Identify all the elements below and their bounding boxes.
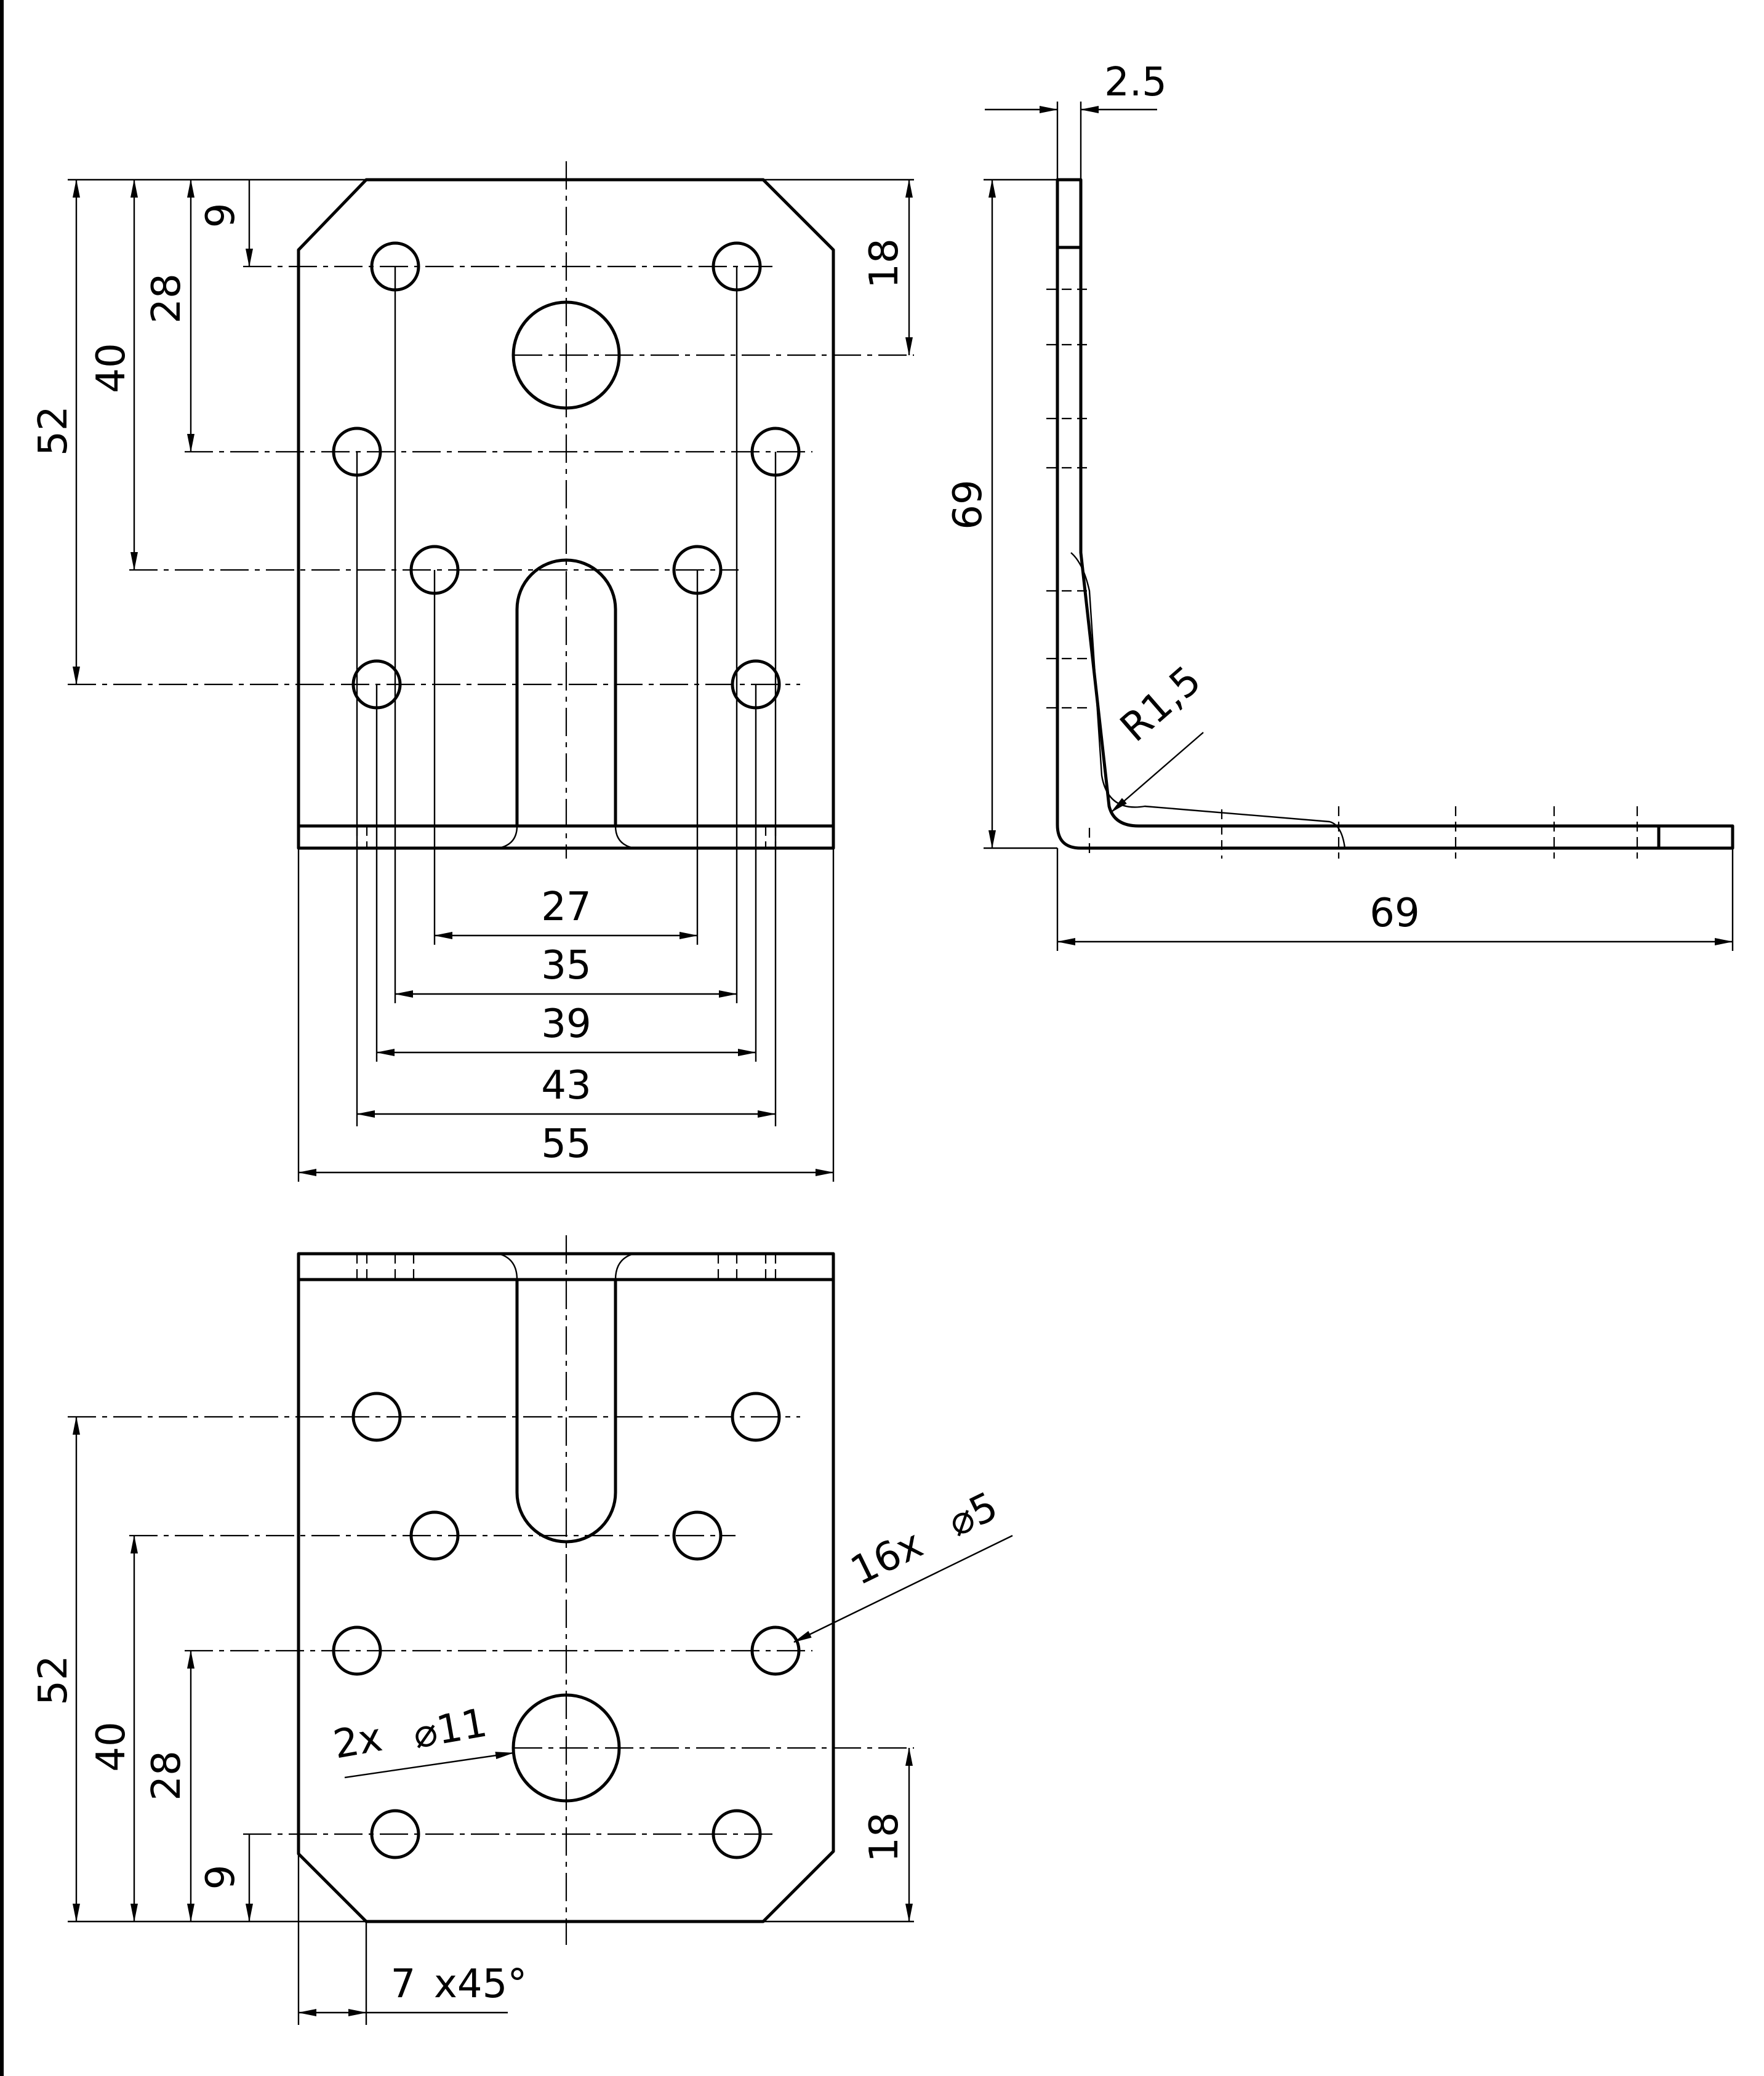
dim-text-9: 9	[198, 203, 244, 228]
angle-profile	[1056, 178, 1734, 850]
large-hole-dia: ⌀11	[410, 1700, 491, 1758]
chamfer-angle: x45°	[434, 1962, 527, 2007]
dim-text-35: 35	[541, 943, 591, 988]
large-hole-count: 2x	[330, 1715, 385, 1768]
dim-text-18: 18	[862, 238, 907, 288]
bottom-slot	[515, 1278, 617, 1544]
dim-text-length: 69	[1369, 891, 1419, 936]
top-dimensions: 52 40 28 9 18 27 35 39 43 55	[31, 179, 913, 1176]
dim-text-thickness: 2.5	[1104, 60, 1167, 105]
large-hole-leader	[344, 1752, 514, 1779]
top-slot-fillet	[498, 825, 635, 849]
small-hole-leader	[793, 1534, 1013, 1643]
top-slot	[515, 558, 617, 828]
bottom-centerlines	[68, 1416, 914, 1923]
bottom-slot-fillet	[498, 1252, 635, 1280]
chamfer-size: 7	[391, 1962, 416, 2007]
dim-text-28: 28	[144, 1750, 190, 1800]
top-hidden-lines	[299, 825, 833, 848]
bottom-hidden-lines	[299, 1254, 833, 1281]
dim-text-radius: R1,5	[1112, 657, 1210, 751]
top-centerlines	[68, 265, 914, 1182]
dim-text-height: 69	[945, 479, 991, 529]
dim-text-40: 40	[89, 343, 134, 393]
weld-rib	[1070, 552, 1346, 849]
dim-text-52: 52	[31, 1655, 76, 1705]
small-hole-dia: ⌀5	[941, 1483, 1005, 1545]
dim-line-radius	[1110, 732, 1204, 813]
dim-text-28: 28	[144, 273, 190, 323]
side-view: 2.5 69 69 R1,5	[945, 60, 1734, 951]
bottom-view: 52 40 28 9 18 7 x45° 16x ⌀5 2x ⌀11	[31, 1235, 1013, 2025]
dim-text-39: 39	[541, 1001, 591, 1047]
dim-text-43: 43	[541, 1063, 591, 1108]
small-hole-count: 16x	[844, 1521, 930, 1595]
dim-text-40: 40	[89, 1721, 134, 1771]
dim-text-55: 55	[541, 1121, 591, 1167]
bottom-dimensions: 52 40 28 9 18 7 x45° 16x ⌀5 2x ⌀11	[31, 1416, 1013, 2025]
dim-text-27: 27	[541, 884, 591, 930]
top-view: 52 40 28 9 18 27 35 39 43 55	[31, 161, 914, 1182]
side-extension-lines	[984, 102, 1734, 951]
hole	[672, 1510, 723, 1561]
dim-text-9: 9	[198, 1865, 244, 1890]
dim-text-18: 18	[862, 1812, 907, 1862]
side-hidden-lines	[1046, 288, 1638, 859]
dim-text-52: 52	[31, 406, 76, 455]
